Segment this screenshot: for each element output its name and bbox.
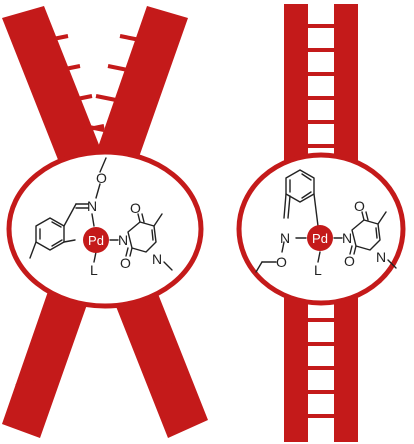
right-n1-label: N	[376, 249, 386, 265]
left-o-oxime-label: O	[96, 170, 107, 186]
left-o4-label: O	[130, 200, 141, 216]
right-o4-label: O	[354, 198, 365, 214]
left-complex-oval	[6, 149, 204, 309]
right-l-label: L	[314, 262, 322, 278]
right-rungs-top	[308, 24, 334, 148]
right-o2-label: O	[344, 253, 355, 269]
right-parallel-duplex: N O Pd L N O O N	[236, 4, 406, 442]
right-pd-label: Pd	[312, 231, 328, 246]
left-pd-label: Pd	[88, 233, 104, 248]
right-pd-atom	[307, 225, 333, 251]
left-n3-label: N	[118, 232, 128, 248]
right-n-imine-label: N	[280, 230, 290, 246]
left-l-label: L	[90, 262, 98, 278]
left-strand-b-ticks	[15, 34, 141, 388]
left-pd-atom	[83, 227, 109, 253]
right-rungs-bottom	[308, 318, 334, 418]
left-n1-label: N	[152, 251, 162, 267]
right-o-oxime-label: O	[276, 254, 287, 270]
right-molecule: N O Pd L N O O N	[255, 169, 397, 278]
left-o2-label: O	[120, 255, 131, 271]
left-crossed-duplex: N O Pd L N O O N	[2, 6, 208, 438]
right-n3-label: N	[342, 230, 352, 246]
left-molecule: N O Pd L N O O N	[29, 157, 173, 278]
left-n-imine-label: N	[87, 198, 97, 214]
